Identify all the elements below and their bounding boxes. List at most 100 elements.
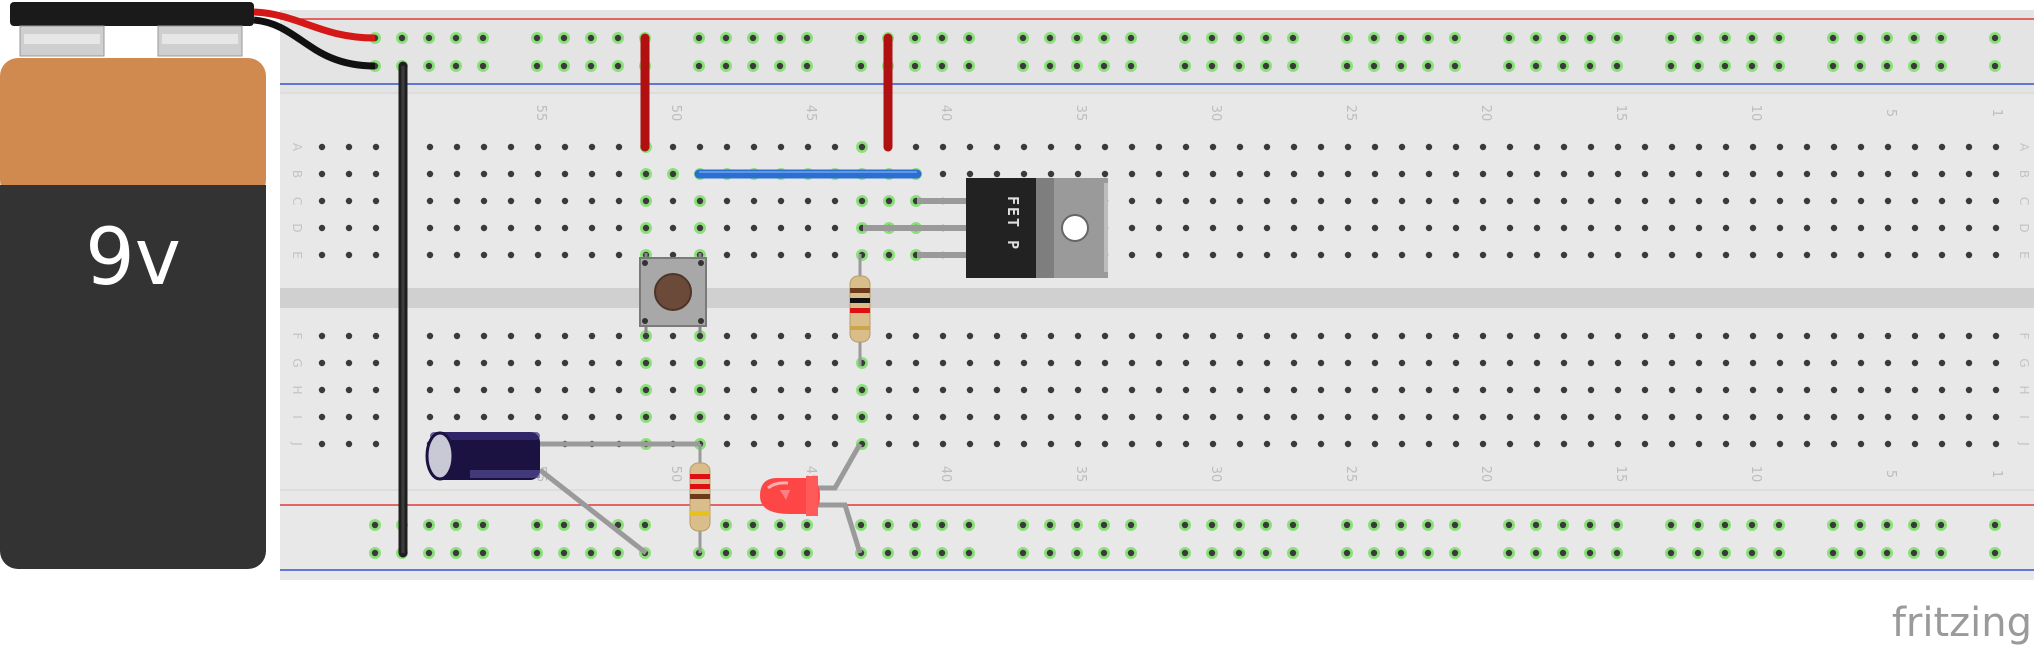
breadboard-hole [1449,519,1461,531]
breadboard-hole [1395,547,1407,559]
breadboard-hole [561,413,569,421]
breadboard-hole [372,170,380,178]
breadboard-hole [856,411,868,423]
breadboard-hole [1182,359,1190,367]
breadboard-hole [1641,143,1649,151]
breadboard-hole [1884,224,1892,232]
breadboard-hole [561,170,569,178]
breadboard-hole [1641,170,1649,178]
breadboard-hole [1209,251,1217,259]
breadboard-hole [1290,359,1298,367]
breadboard-hole [1209,197,1217,205]
breadboard-hole [693,32,705,44]
breadboard-hole [1830,440,1838,448]
breadboard-hole [801,32,813,44]
breadboard-hole [804,224,812,232]
breadboard-hole [372,332,380,340]
row-letter: B [290,170,304,178]
breadboard-hole [1803,413,1811,421]
breadboard-hole [1749,224,1757,232]
breadboard-hole [1341,519,1353,531]
breadboard-hole [480,197,488,205]
breadboard-hole [1908,547,1920,559]
breadboard-hole [1128,197,1136,205]
breadboard-hole [1857,332,1865,340]
breadboard-hole [640,195,652,207]
breadboard-hole [1857,359,1865,367]
breadboard-hole [1533,413,1541,421]
breadboard-hole [723,440,731,448]
breadboard-hole [939,386,947,394]
breadboard-hole [1965,386,1973,394]
breadboard-hole [1857,413,1865,421]
breadboard-hole [1182,170,1190,178]
breadboard-hole [1344,440,1352,448]
breadboard-hole [1614,440,1622,448]
breadboard-hole [720,519,732,531]
breadboard-hole [694,357,706,369]
breadboard-hole [882,519,894,531]
breadboard-hole [1533,251,1541,259]
breadboard-hole [345,359,353,367]
breadboard-hole [1425,359,1433,367]
breadboard-hole [507,224,515,232]
breadboard-hole [1263,224,1271,232]
breadboard-hole [318,170,326,178]
breadboard-hole [1668,197,1676,205]
breadboard-hole [1371,413,1379,421]
breadboard-hole [747,519,759,531]
breadboard-hole [561,224,569,232]
breadboard-hole [1155,251,1163,259]
breadboard-hole [723,413,731,421]
row-letter: C [2017,197,2031,205]
breadboard-hole [453,224,461,232]
breadboard-hole [912,440,920,448]
breadboard-hole [1938,332,1946,340]
breadboard-hole [423,547,435,559]
breadboard-hole [1749,143,1757,151]
breadboard-hole [450,519,462,531]
breadboard-hole [615,386,623,394]
breadboard-hole [1206,32,1218,44]
breadboard-hole [993,413,1001,421]
breadboard-hole [1911,359,1919,367]
breadboard-hole [318,251,326,259]
breadboard-hole [1209,359,1217,367]
breadboard-hole [1749,251,1757,259]
breadboard-hole [507,170,515,178]
breadboard-hole [1911,170,1919,178]
breadboard-hole [1128,386,1136,394]
breadboard-hole [1155,413,1163,421]
breadboard-hole [1611,519,1623,531]
breadboard-hole [936,60,948,72]
breadboard-hole [1236,359,1244,367]
breadboard-hole [1695,197,1703,205]
breadboard-hole [1668,332,1676,340]
breadboard-hole [912,386,920,394]
breadboard-hole [1425,440,1433,448]
breadboard-hole [1695,413,1703,421]
breadboard-hole [1317,143,1325,151]
breadboard-hole [1425,386,1433,394]
breadboard-hole [1560,143,1568,151]
breadboard-hole [1017,547,1029,559]
breadboard-hole [1614,170,1622,178]
breadboard-hole [936,547,948,559]
breadboard-hole [1128,440,1136,448]
breadboard-hole [1044,60,1056,72]
breadboard-hole [669,197,677,205]
breadboard-hole [1398,386,1406,394]
breadboard-hole [1449,547,1461,559]
breadboard-hole [1047,332,1055,340]
breadboard-hole [1614,143,1622,151]
breadboard-hole [507,143,515,151]
breadboard-hole [1290,143,1298,151]
breadboard-hole [1746,32,1758,44]
breadboard-hole [1854,519,1866,531]
breadboard-hole [1044,32,1056,44]
breadboard-hole [1341,547,1353,559]
breadboard-hole [1641,359,1649,367]
breadboard-hole [1749,170,1757,178]
breadboard-hole [507,251,515,259]
breadboard-hole [1614,413,1622,421]
